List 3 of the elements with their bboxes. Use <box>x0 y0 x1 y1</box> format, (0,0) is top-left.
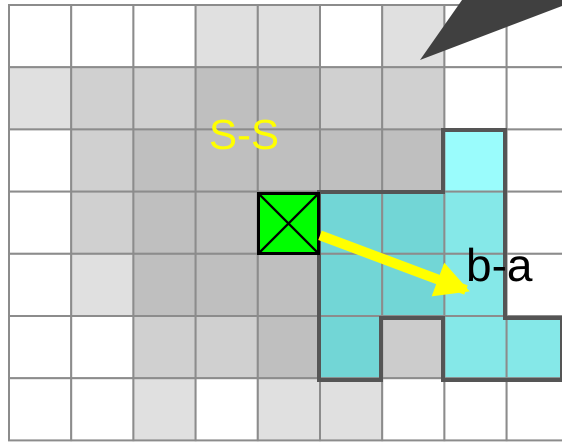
vector-label: S-S <box>209 114 280 156</box>
arrow <box>318 230 470 296</box>
cell-marker <box>257 192 320 255</box>
